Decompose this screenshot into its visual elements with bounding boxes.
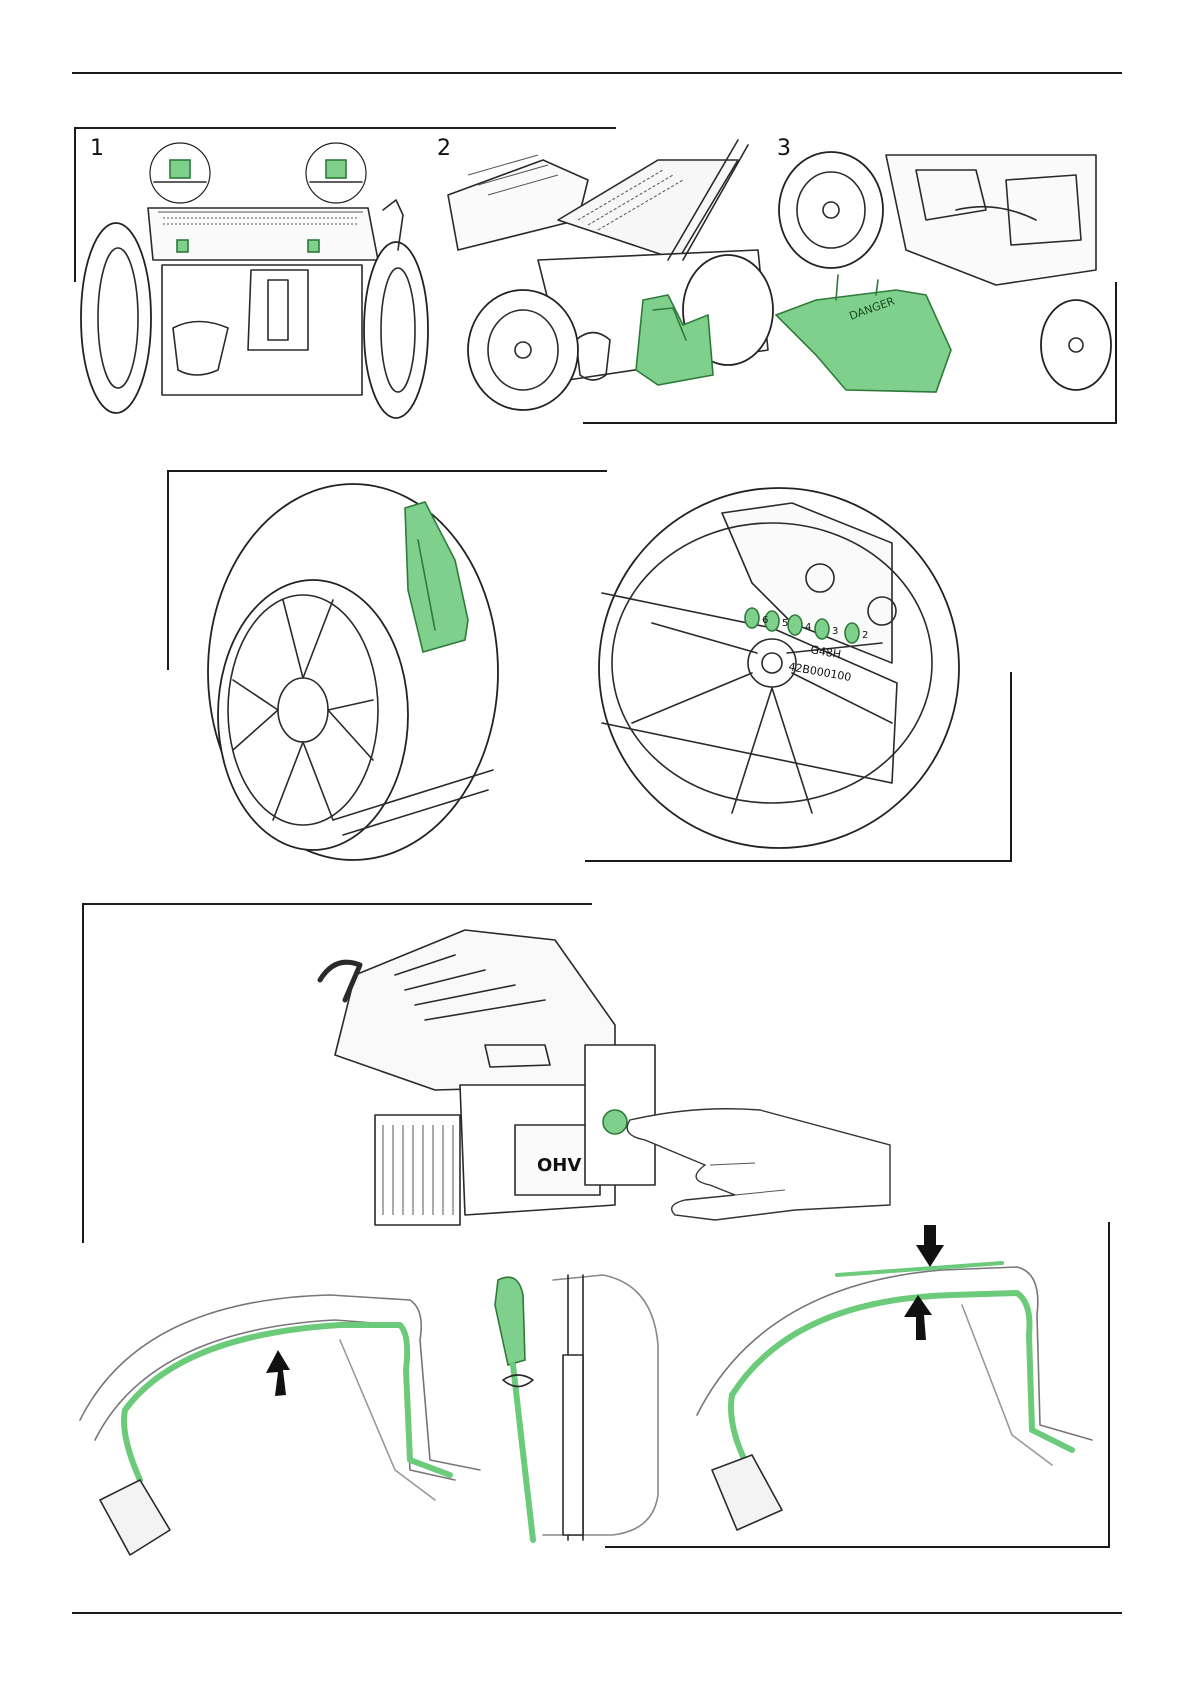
figure-handle-left xyxy=(80,1280,490,1555)
figure-wheel-lever-detail xyxy=(203,480,503,865)
green-primer-button xyxy=(603,1110,627,1134)
height-setting-6: 6 xyxy=(762,615,768,626)
green-handle-bar xyxy=(125,1325,450,1475)
section2-left-rule xyxy=(167,470,169,670)
section1-left-rule xyxy=(74,127,76,282)
arrow-down-icon xyxy=(916,1225,944,1267)
section2-top-rule xyxy=(167,470,607,472)
section1-bottom-rule xyxy=(583,422,1116,424)
arrow-up-icon-right xyxy=(904,1295,932,1340)
figure-rear-view-clips xyxy=(78,140,423,415)
figure-handle-right xyxy=(692,1225,1112,1555)
figure-height-settings-detail: 6 5 4 3 2 G48H 42B000100 xyxy=(592,483,967,853)
height-setting-4: 4 xyxy=(805,622,811,633)
section2-bottom-rule xyxy=(585,860,1012,862)
footer-rule xyxy=(72,1612,1122,1614)
figure-engine-primer: OHV xyxy=(315,915,895,1240)
green-knob-handle xyxy=(495,1277,525,1365)
engine-ohv-mark: OHV xyxy=(537,1155,581,1176)
section1-top-rule xyxy=(74,127,616,129)
figure-underside-guard: DANGER xyxy=(776,140,1121,415)
section2-right-rule xyxy=(1010,672,1012,862)
arrow-up-icon xyxy=(266,1350,290,1396)
header-rule xyxy=(72,72,1122,74)
height-setting-5: 5 xyxy=(782,618,788,629)
section3-top-rule xyxy=(82,903,592,905)
figure-handle-knob-detail xyxy=(493,1275,663,1550)
height-setting-2: 2 xyxy=(862,630,868,641)
green-handle-bar-lower xyxy=(732,1293,1072,1450)
height-setting-3: 3 xyxy=(832,626,838,637)
figure-side-view-deflector xyxy=(438,140,783,415)
green-clip-icon xyxy=(170,160,190,178)
section3-left-rule xyxy=(82,903,84,1243)
